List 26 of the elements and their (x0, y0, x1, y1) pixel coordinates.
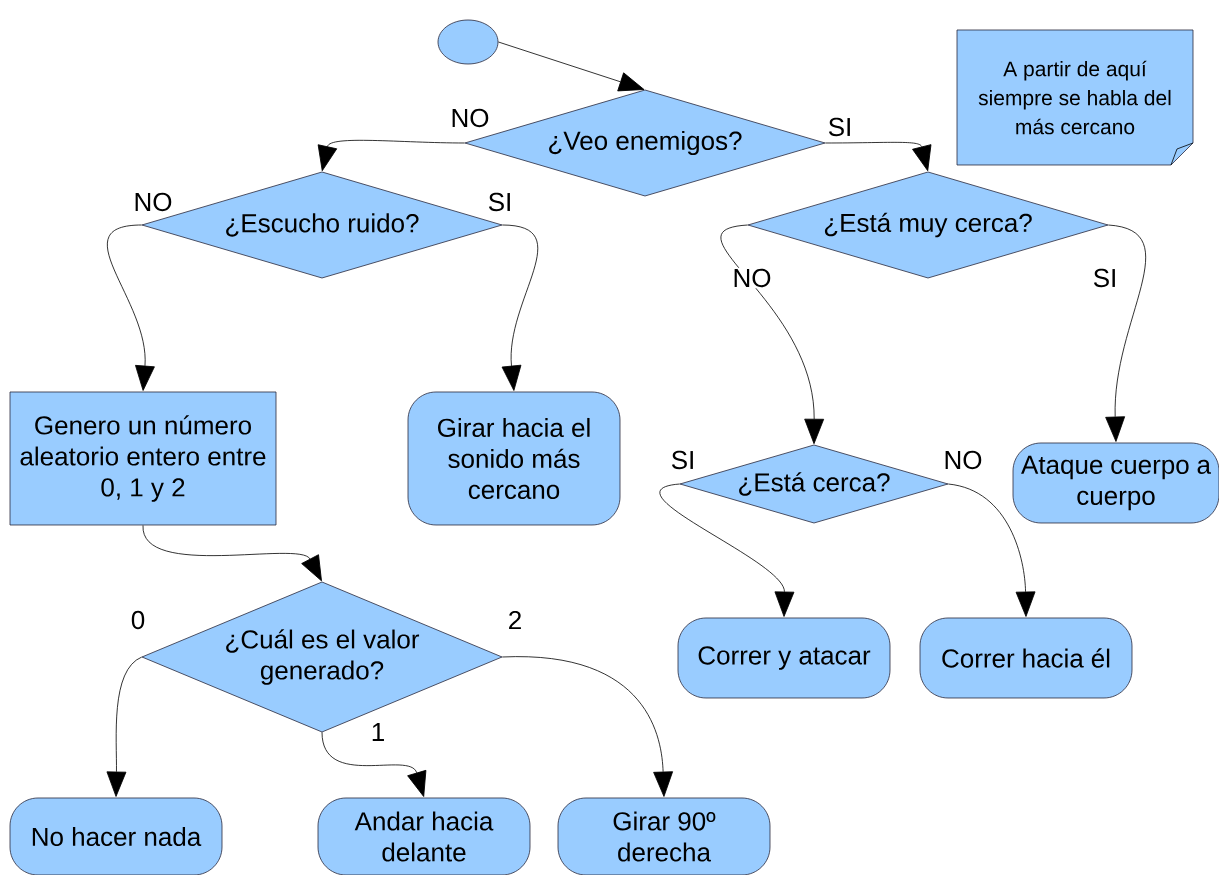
arrow (142, 525, 322, 582)
edge-label: NO (731, 267, 773, 289)
action-box: Girar hacia el sonido más cercano (407, 391, 621, 526)
action-box: Ataque cuerpo a cuerpo (1012, 442, 1219, 524)
arrow (720, 224, 825, 445)
arrow (106, 656, 143, 797)
arrow (321, 731, 427, 797)
start-circle (437, 19, 499, 65)
arrow (501, 224, 539, 391)
arrow (317, 139, 466, 172)
arrow (1105, 224, 1147, 442)
arrow (824, 141, 932, 172)
arrow (501, 656, 674, 797)
action-box: No hacer nada (9, 797, 223, 875)
edge-label: SI (826, 116, 854, 138)
edge-label: 2 (506, 609, 524, 631)
action-box: Correr y atacar (677, 617, 891, 699)
arrow (947, 483, 1036, 617)
arrow (659, 483, 795, 617)
action-box: Girar 90º derecha (557, 797, 771, 875)
process-box: Genero un número aleatorio entero entre 0, 1 y 2 (9, 391, 277, 526)
action-box: Andar hacia delante (317, 797, 531, 875)
arrow (498, 41, 645, 92)
action-box: Correr hacia él (919, 617, 1133, 699)
arrow (107, 224, 155, 391)
note-box: A partir de aquí siempre se habla del más cercano (956, 29, 1194, 166)
